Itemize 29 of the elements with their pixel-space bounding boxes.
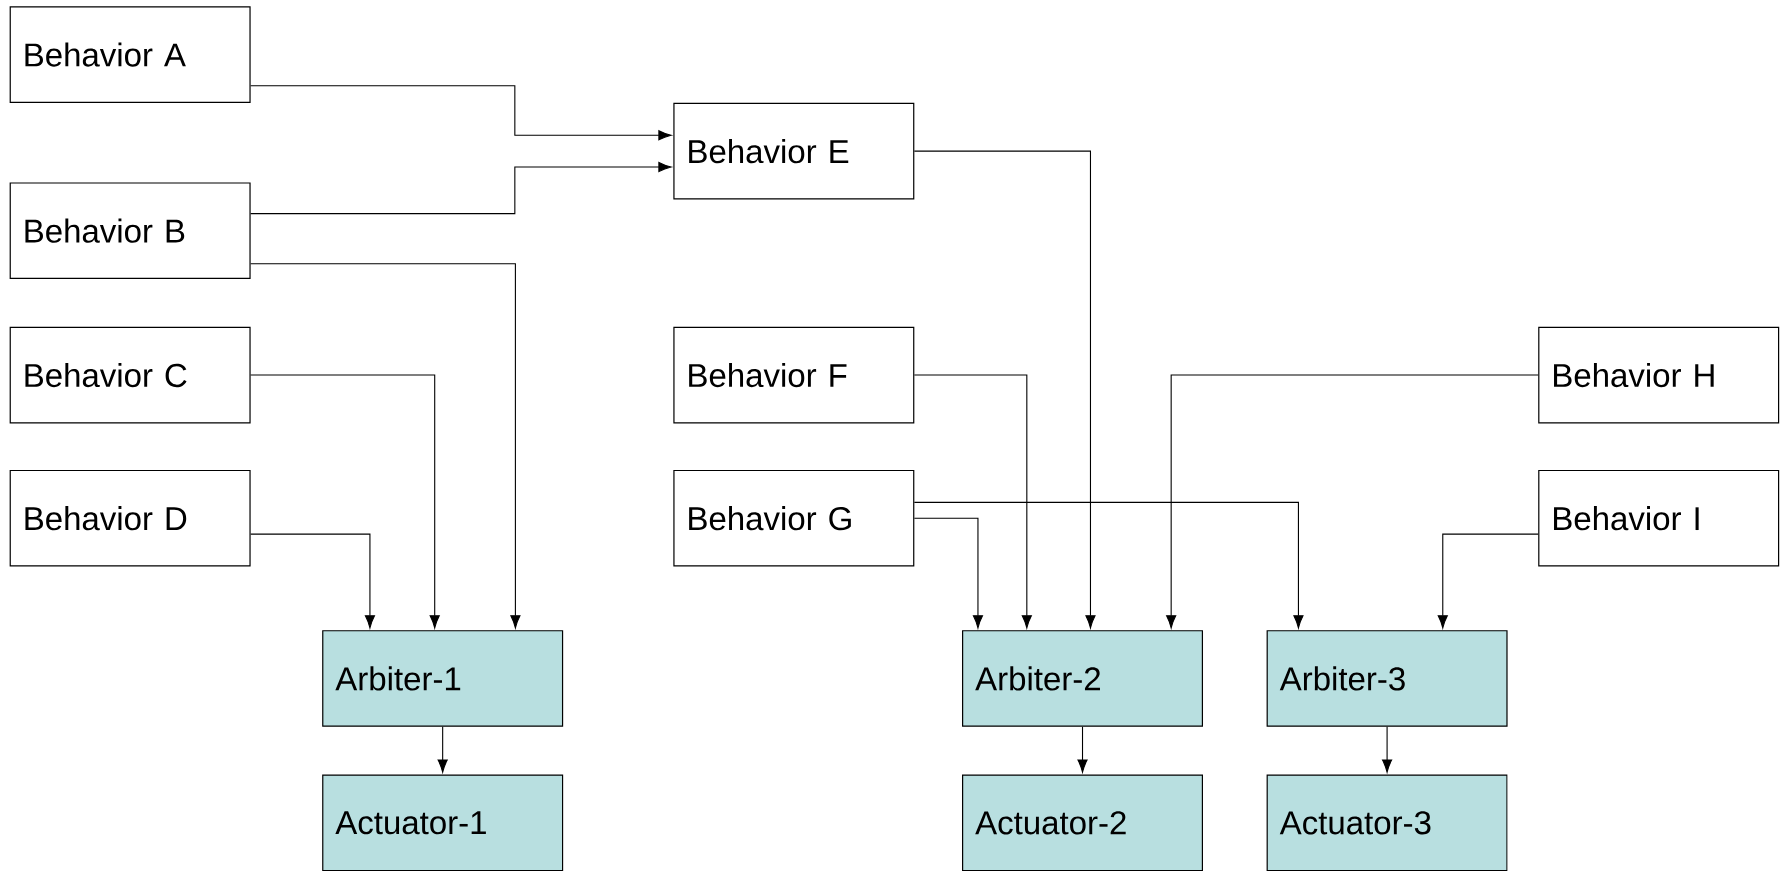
arrow [1437, 533, 1539, 629]
component-box: Arbiter-2 [962, 630, 1203, 727]
arrow [250, 161, 672, 215]
behavior-box: Behavior E [673, 102, 915, 200]
behavior-box: Behavior D [9, 469, 251, 567]
component-box: Arbiter-1 [322, 630, 564, 727]
arrow [250, 533, 376, 629]
behavior-box: Behavior B [9, 182, 251, 280]
behavior-box: Behavior A [9, 6, 251, 103]
arrow [437, 726, 448, 773]
arrow [913, 374, 1032, 629]
component-box: Arbiter-3 [1266, 630, 1508, 727]
behavior-box: Behavior F [673, 326, 915, 424]
arrow [913, 501, 1304, 629]
arrow [913, 517, 984, 629]
behavior-box: Behavior C [9, 326, 251, 424]
arrow [1382, 726, 1393, 773]
arrow [1077, 726, 1088, 773]
behavior-box: Behavior I [1538, 469, 1780, 567]
component-box: Actuator-2 [962, 774, 1203, 871]
component-box: Actuator-1 [322, 774, 564, 871]
behavior-box: Behavior H [1538, 326, 1780, 424]
arrow [1166, 374, 1539, 629]
arrow [250, 374, 440, 629]
component-box: Actuator-3 [1266, 774, 1508, 871]
arrow [250, 85, 672, 141]
arrow [913, 150, 1096, 629]
behavior-box: Behavior G [673, 469, 915, 567]
arrow [250, 263, 521, 629]
